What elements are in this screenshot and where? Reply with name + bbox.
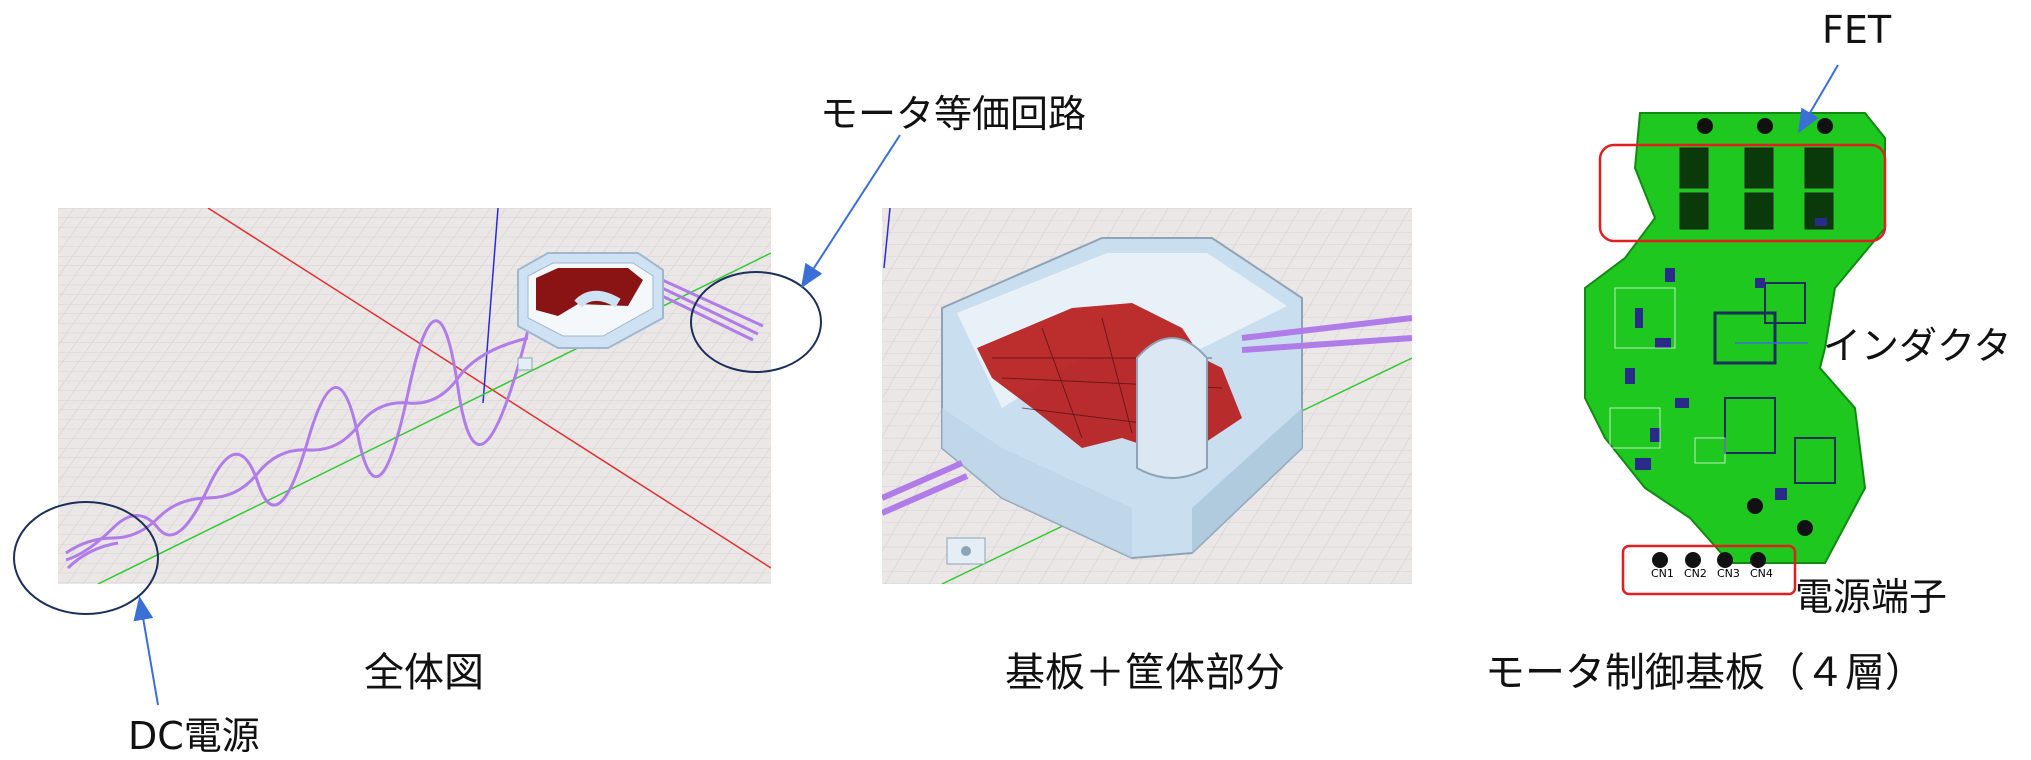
motor-control-board-caption: モータ制御基板（４層）: [1485, 650, 1925, 696]
overall-view-caption: 全体図: [364, 650, 484, 696]
dc-power-label: DC電源: [128, 714, 260, 758]
inductor-label: インダクタ: [1823, 324, 2012, 368]
pcb-terminal-label: CN3: [1717, 567, 1740, 580]
overall-view-render: [58, 208, 771, 584]
power-terminal-label: 電源端子: [1795, 575, 1948, 619]
motor-equiv-circuit-label: モータ等価回路: [820, 92, 1087, 136]
fet-label: FET: [1822, 8, 1892, 52]
board-housing-caption: 基板＋筐体部分: [1005, 650, 1285, 696]
pcb-terminal-label: CN2: [1684, 567, 1707, 580]
pcb-terminal-label: CN4: [1750, 567, 1773, 580]
pcb-terminal-label: CN1: [1651, 567, 1674, 580]
board-housing-render: [882, 208, 1412, 584]
